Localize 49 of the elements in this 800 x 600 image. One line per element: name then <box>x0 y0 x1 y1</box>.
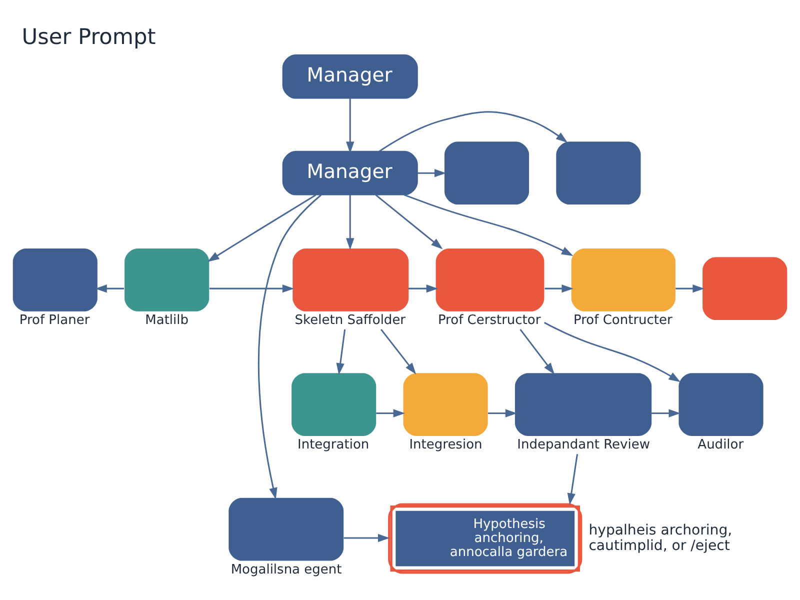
node-box <box>292 248 409 311</box>
arrow <box>520 328 555 374</box>
arrow <box>258 194 322 499</box>
node-label: Skeletn Saffolder <box>294 312 406 328</box>
node-label: Indepandant Review <box>517 437 650 452</box>
node-box <box>12 248 98 311</box>
arrow <box>652 408 680 417</box>
arrow <box>378 110 568 152</box>
node-box <box>514 372 652 436</box>
arrow <box>544 321 680 382</box>
diagram-title: User Prompt <box>22 24 156 50</box>
arrow <box>344 533 390 542</box>
node-box <box>556 141 641 204</box>
node-box: Manager <box>282 54 418 98</box>
arrow <box>95 284 124 292</box>
arrow <box>346 98 354 153</box>
arrow <box>417 168 446 177</box>
arrow <box>346 194 354 250</box>
node-label: Integration <box>298 437 370 452</box>
node-label: Audilor <box>698 437 744 452</box>
arrow <box>375 194 443 249</box>
node-label: hypalheis archoring, cautimplid, or /eject <box>588 522 732 554</box>
node-box <box>571 248 676 311</box>
node-label: Prof Contructer <box>574 312 672 328</box>
node-box <box>436 248 544 311</box>
node-box <box>292 372 376 436</box>
arrow <box>404 194 574 256</box>
arrow <box>209 284 294 292</box>
arrow <box>567 454 578 504</box>
arrow <box>336 328 346 374</box>
node-box <box>702 256 788 320</box>
node-box <box>124 248 210 311</box>
arrow <box>544 284 574 292</box>
arrow <box>676 284 704 292</box>
arrow <box>207 194 316 262</box>
node-label: Prof Cerstructor <box>438 312 541 328</box>
node-box <box>678 372 764 436</box>
node-label: Matlilb <box>145 312 189 328</box>
arrow <box>376 408 406 417</box>
node-box <box>444 141 530 204</box>
arrow <box>488 408 518 417</box>
node-label: Integresion <box>409 437 482 452</box>
node-box <box>403 372 488 436</box>
arrow <box>380 328 416 374</box>
node-box <box>228 497 344 560</box>
arrow <box>408 284 438 292</box>
node-box: Manager <box>282 150 418 195</box>
node-label: Prof Planer <box>19 312 90 328</box>
node-label: Mogalilsna egent <box>230 562 342 577</box>
